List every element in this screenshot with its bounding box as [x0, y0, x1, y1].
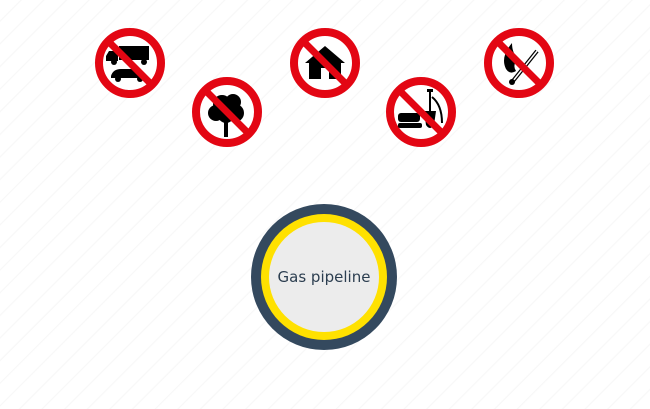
- truck-car-icon: [95, 28, 165, 98]
- no-vehicles-sign: [93, 26, 167, 100]
- pipeline-ring: Gas pipeline: [261, 214, 387, 340]
- excavator-shovel-icon: [386, 77, 456, 147]
- tree-icon: [192, 77, 262, 147]
- gas-pipeline-marker: Gas pipeline: [251, 204, 397, 350]
- pipeline-label: Gas pipeline: [277, 268, 371, 286]
- no-fire-sign: [482, 26, 556, 100]
- no-buildings-sign: [288, 26, 362, 100]
- no-excavation-sign: [384, 75, 458, 149]
- fire-match-icon: [484, 28, 554, 98]
- house-icon: [290, 28, 360, 98]
- pipeline-core: Gas pipeline: [269, 222, 379, 332]
- no-trees-sign: [190, 75, 264, 149]
